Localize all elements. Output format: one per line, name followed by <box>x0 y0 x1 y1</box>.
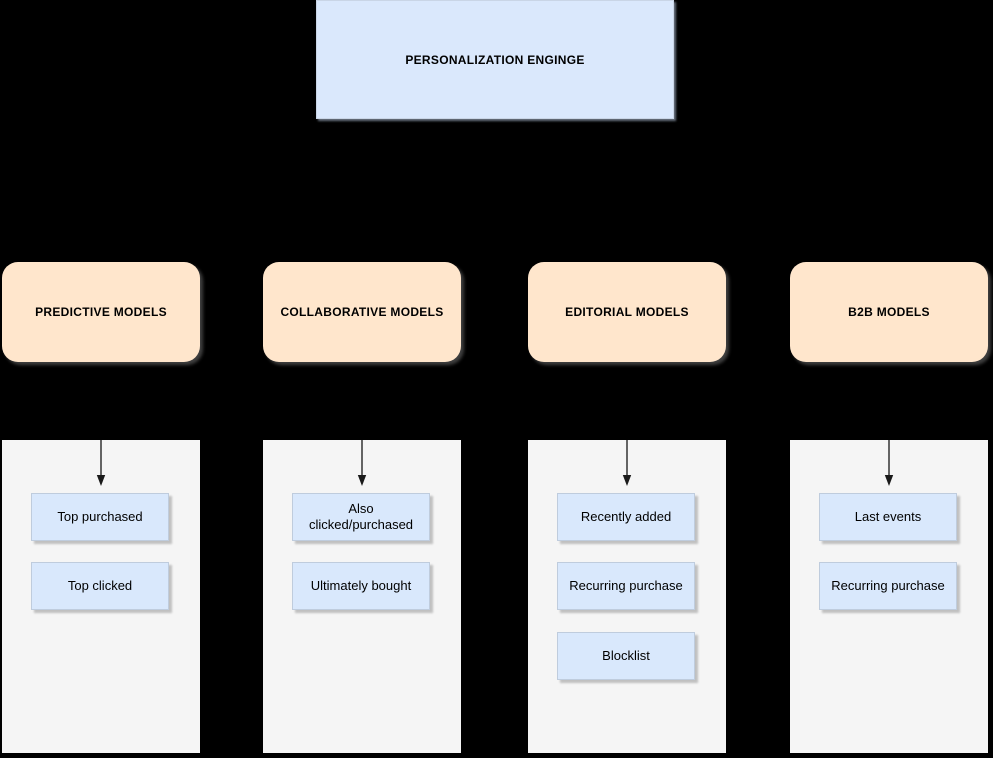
node-blocklist-label: Blocklist <box>602 647 650 663</box>
node-last-events-label: Last events <box>854 508 922 524</box>
node-b2b-models: B2B MODELS <box>790 262 988 362</box>
node-last-events: Last events <box>819 493 957 541</box>
node-personalization-engine: PERSONALIZATION ENGINGE <box>316 0 674 119</box>
node-personalization-engine-label: PERSONALIZATION ENGINGE <box>405 52 585 67</box>
node-ultimately-bought-label: Ultimately bought <box>310 577 412 593</box>
node-b2b-models-label: B2B MODELS <box>848 305 930 319</box>
node-editorial-models-label: EDITORIAL MODELS <box>565 305 689 319</box>
node-recurring-purchase-b2b: Recurring purchase <box>819 562 957 610</box>
node-predictive-models: PREDICTIVE MODELS <box>2 262 200 362</box>
node-top-clicked: Top clicked <box>31 562 169 610</box>
arrow-down-icon <box>622 440 632 486</box>
node-recurring-purchase-editorial-label: Recurring purchase <box>569 577 683 593</box>
arrow-down-icon <box>884 440 894 486</box>
node-recently-added: Recently added <box>557 493 695 541</box>
node-collaborative-models-label: COLLABORATIVE MODELS <box>280 305 444 319</box>
node-predictive-models-label: PREDICTIVE MODELS <box>35 305 167 319</box>
node-recurring-purchase-editorial: Recurring purchase <box>557 562 695 610</box>
node-recurring-purchase-b2b-label: Recurring purchase <box>831 577 945 593</box>
node-also-clicked-purchased-label: Also clicked/purchased <box>308 500 414 532</box>
panel-collaborative-models: Also clicked/purchased Ultimately bought <box>263 440 461 753</box>
node-ultimately-bought: Ultimately bought <box>292 562 430 610</box>
node-top-purchased-label: Top purchased <box>57 508 143 524</box>
panel-b2b-models: Last events Recurring purchase <box>790 440 988 753</box>
arrow-down-icon <box>96 440 106 486</box>
node-collaborative-models: COLLABORATIVE MODELS <box>263 262 461 362</box>
node-top-purchased: Top purchased <box>31 493 169 541</box>
node-also-clicked-purchased: Also clicked/purchased <box>292 493 430 541</box>
node-top-clicked-label: Top clicked <box>67 577 133 593</box>
arrow-down-icon <box>357 440 367 486</box>
panel-editorial-models: Recently added Recurring purchase Blockl… <box>528 440 726 753</box>
node-editorial-models: EDITORIAL MODELS <box>528 262 726 362</box>
panel-predictive-models: Top purchased Top clicked <box>2 440 200 753</box>
node-blocklist: Blocklist <box>557 632 695 680</box>
node-recently-added-label: Recently added <box>580 508 672 524</box>
